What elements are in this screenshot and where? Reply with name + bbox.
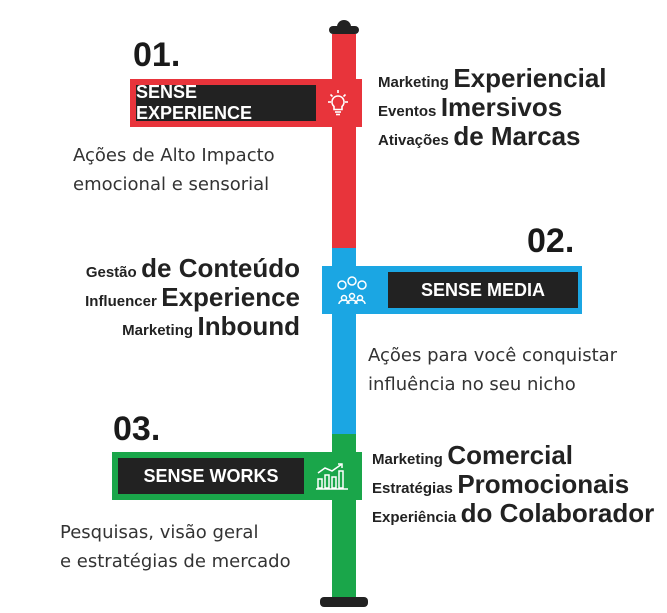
service-list: Gestão de Conteúdo Influencer Experience… — [18, 253, 300, 343]
service-line: Marketing Comercial — [372, 440, 574, 470]
section-title: SENSE WORKS — [118, 458, 304, 494]
section-number: 03. — [113, 410, 161, 448]
section-band: SENSE WORKS — [112, 452, 362, 500]
service-list: Marketing Comercial Estratégias Promocio… — [372, 440, 655, 530]
pole-cap-top — [337, 20, 351, 28]
pole-cap-bottom — [320, 597, 368, 607]
service-line: Gestão de Conteúdo — [85, 253, 300, 283]
pole-cap-collar — [329, 26, 359, 34]
section-title: SENSE EXPERIENCE — [136, 82, 316, 123]
service-line: Marketing Experiencial — [378, 63, 607, 93]
service-line: Experiência do Colaborador — [372, 498, 655, 528]
social-network-icon — [330, 272, 374, 308]
service-line: Marketing Inbound — [122, 311, 300, 341]
section-number: 01. — [133, 36, 181, 74]
service-line: Eventos Imersivos — [378, 92, 563, 122]
section-description: Ações de Alto Impacto emocional e sensor… — [73, 145, 275, 195]
pole-segment-1 — [332, 34, 356, 248]
lightbulb-icon — [316, 85, 360, 121]
bar-chart-icon — [310, 458, 354, 494]
service-line: Ativações de Marcas — [378, 121, 581, 151]
service-line: Estratégias Promocionais — [372, 469, 630, 499]
section-title: SENSE MEDIA — [388, 272, 578, 308]
section-band: SENSE EXPERIENCE — [130, 79, 362, 127]
section-number: 02. — [527, 222, 575, 260]
service-list: Marketing Experiencial Eventos Imersivos… — [378, 63, 607, 153]
section-band: SENSE MEDIA — [322, 266, 582, 314]
section-description: Ações para você conquistar influência no… — [368, 345, 618, 395]
service-line: Influencer Experience — [85, 282, 300, 312]
section-description: Pesquisas, visão geral e estratégias de … — [60, 522, 291, 572]
